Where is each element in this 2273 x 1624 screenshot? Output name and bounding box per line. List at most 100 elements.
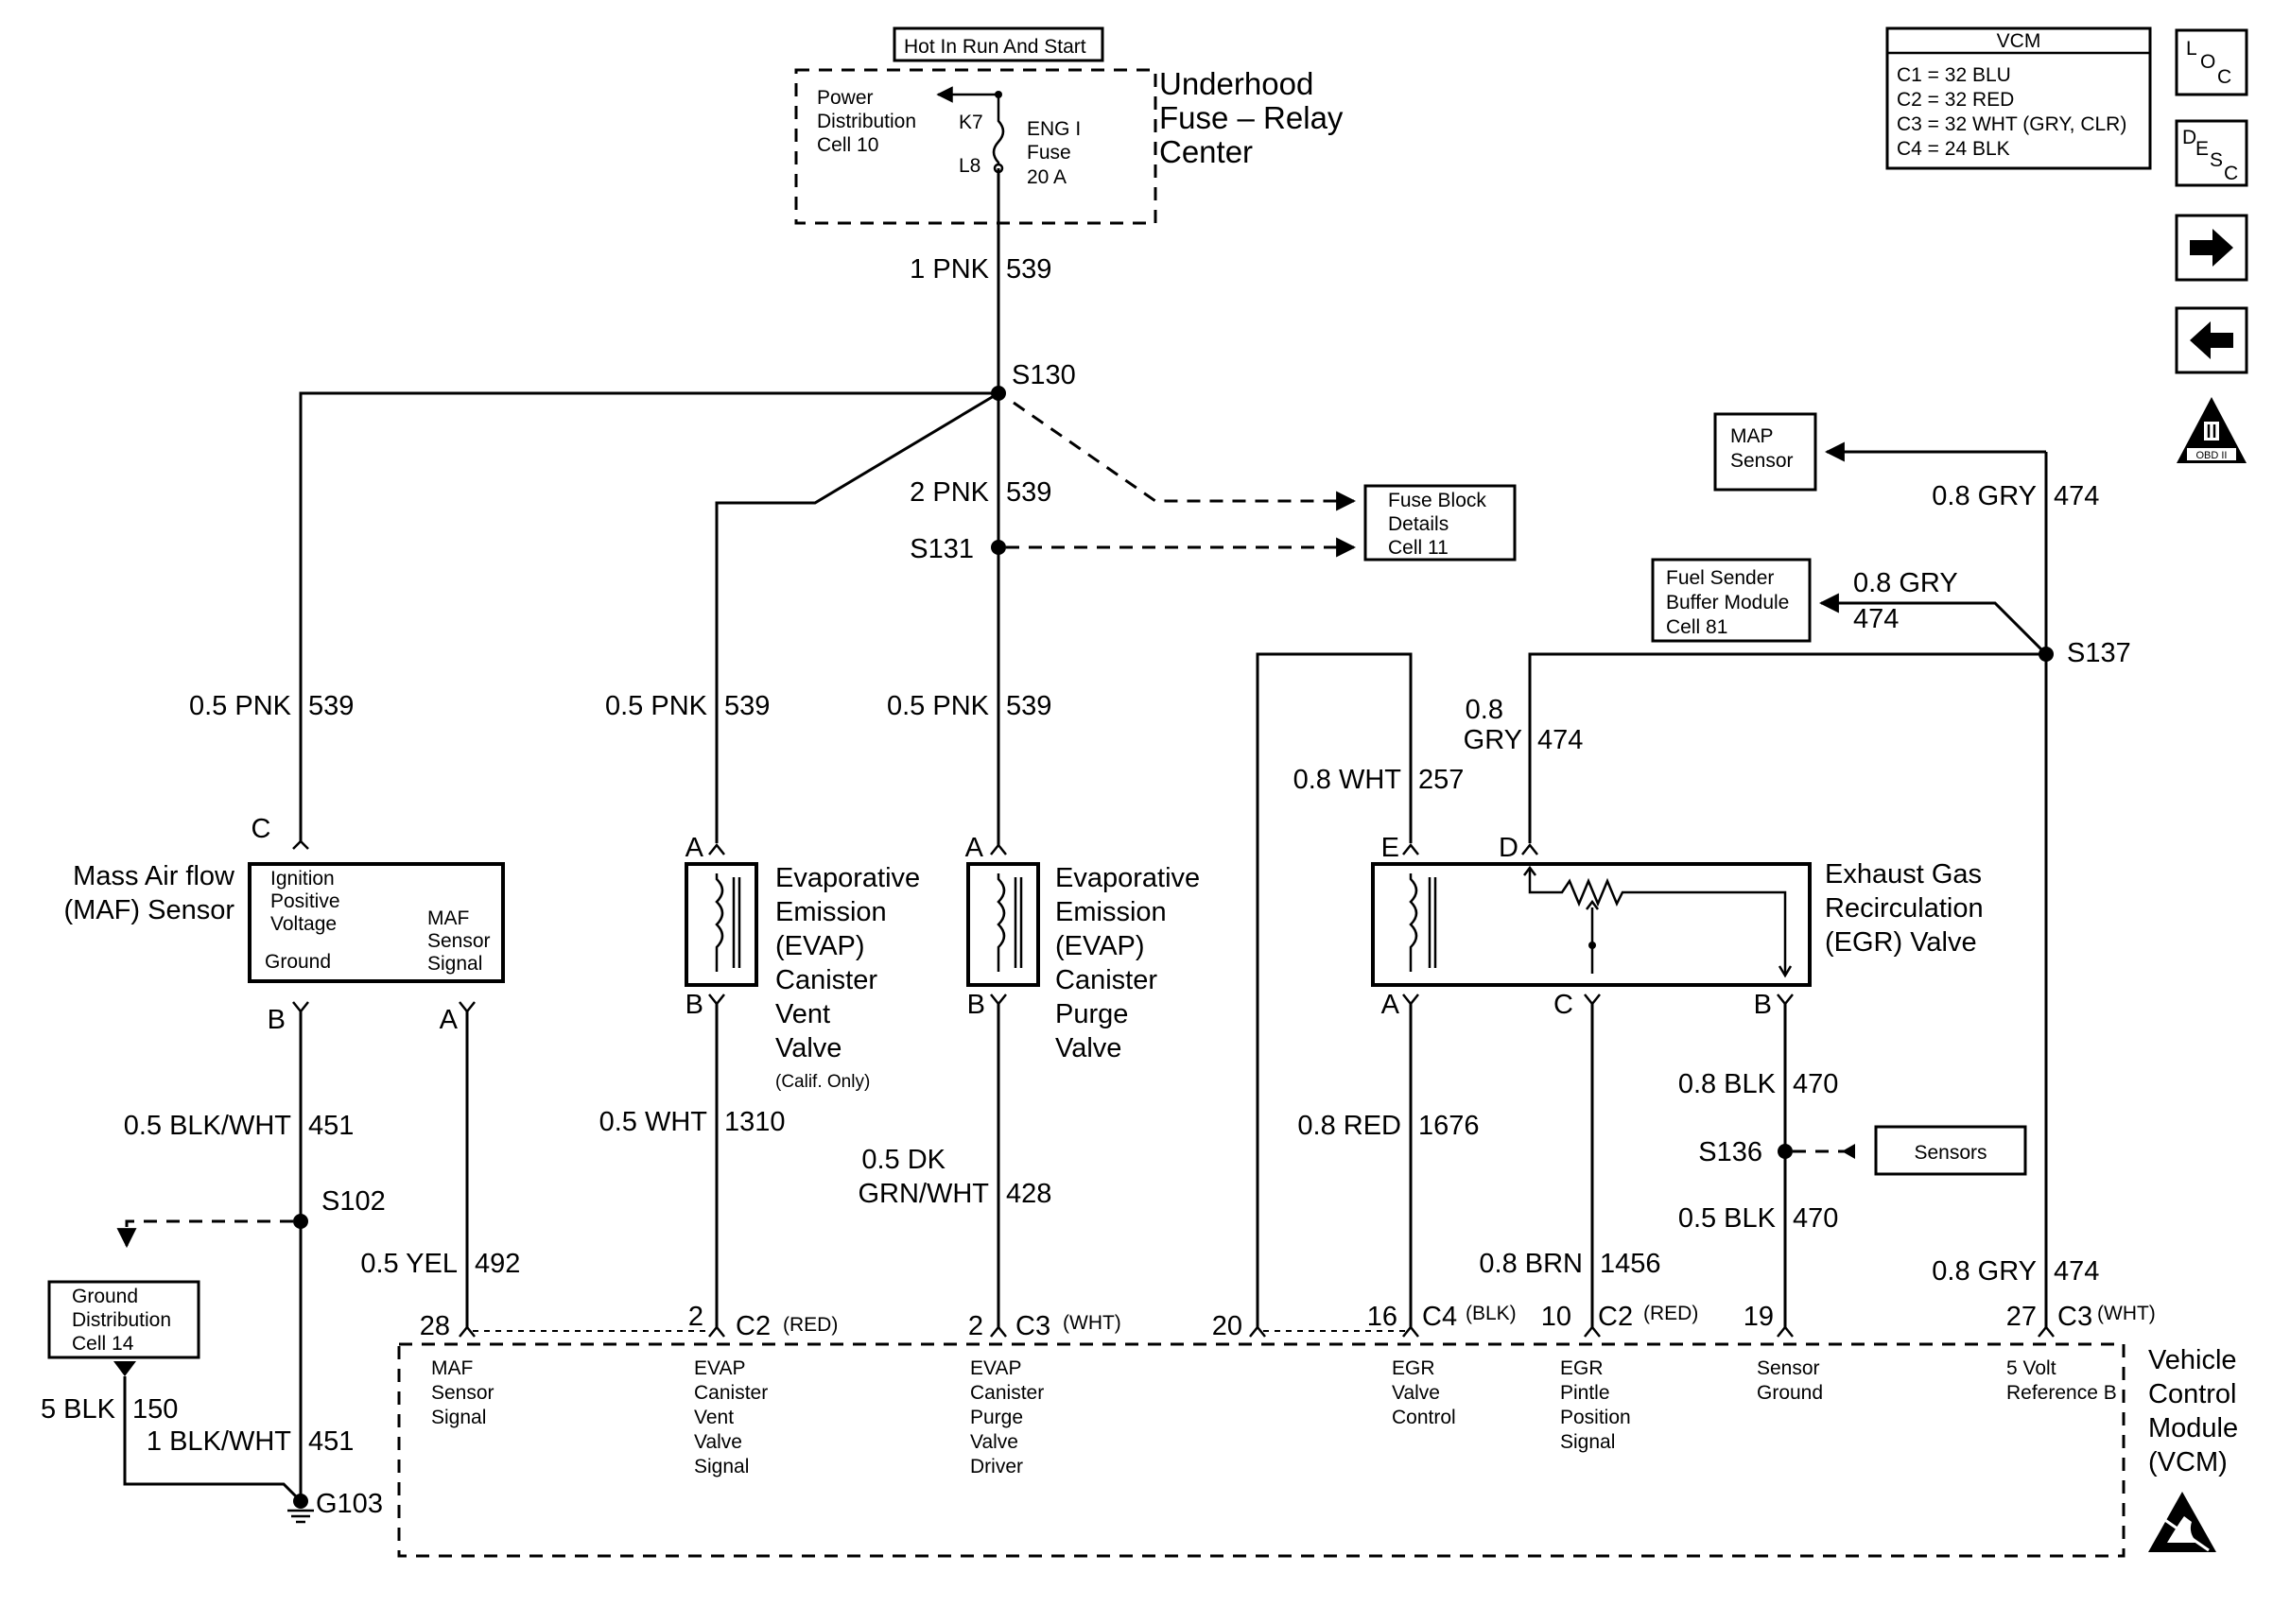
- fuel-sender-ref-1: Fuel Sender: [1666, 567, 1774, 589]
- purge-name-3: (EVAP): [1055, 931, 1145, 961]
- vcm-fn-egrc-1: EGR: [1392, 1357, 1435, 1379]
- vent-name-3: (EVAP): [775, 931, 865, 961]
- pd-label-2: Distribution: [817, 111, 916, 132]
- next-button[interactable]: [2175, 214, 2248, 282]
- maf-sig-2: Sensor: [427, 930, 491, 952]
- fuse-block-ref-2: Details: [1388, 513, 1449, 535]
- vcm-fn-maf-2: Sensor: [431, 1382, 495, 1404]
- ground-dist-ref-1: Ground: [72, 1286, 138, 1307]
- splice-s131: [991, 540, 1006, 555]
- prev-button[interactable]: [2175, 306, 2248, 374]
- sensors-ref-box[interactable]: [1874, 1125, 2027, 1176]
- maf-sig-1: MAF: [427, 907, 469, 929]
- pd-label-1: Power: [817, 87, 874, 109]
- purge-pin-a-mark: [990, 842, 1007, 855]
- vent-name-6: Valve: [775, 1033, 842, 1063]
- s102-label: S102: [321, 1186, 386, 1217]
- vcm-fn-purge-3: Purge: [970, 1407, 1023, 1428]
- vcm-conn-c2a-color: (RED): [783, 1314, 838, 1336]
- vcm-title-3: Module: [2148, 1413, 2238, 1443]
- maf-name-1: Mass Air flow: [73, 861, 235, 891]
- vent-name-4: Canister: [775, 965, 877, 995]
- wire-2pnk-num: 539: [1006, 477, 1051, 508]
- maf-pin-a: A: [440, 1005, 459, 1035]
- vcm-conn-c4: C4: [1422, 1302, 1457, 1332]
- purge-name-6: Valve: [1055, 1033, 1121, 1063]
- vcm-legend-c4: C4 = 24 BLK: [1897, 138, 2010, 160]
- vcm-pin-2b: 2: [968, 1311, 983, 1341]
- ground-dist-ref-box[interactable]: [47, 1280, 200, 1359]
- purge-pin-a: A: [965, 833, 984, 863]
- wire-purge-pnk-num: 539: [1006, 691, 1051, 721]
- vent-pin-b-mark: [708, 993, 725, 1007]
- vent-valve-box: [685, 862, 758, 987]
- maf-pin-b: B: [268, 1005, 286, 1035]
- vcm-module-box: [397, 1342, 2126, 1558]
- s137-label: S137: [2067, 638, 2131, 668]
- desc-button[interactable]: D E S C: [2175, 119, 2248, 187]
- fuel-sender-ref-2: Buffer Module: [1666, 592, 1789, 613]
- egr-pot-arrow-wiper: [1586, 899, 1599, 910]
- ground-icon: [287, 1509, 314, 1524]
- loc-button[interactable]: L O C: [2175, 28, 2248, 96]
- vcm-legend-title: VCM: [1997, 30, 2041, 52]
- vcm-pin-2a: 2: [688, 1302, 703, 1332]
- egr-pot-arrow-b: [1778, 965, 1793, 978]
- right-arrow-glyph: [2190, 229, 2233, 267]
- fuel-sender-ref-box[interactable]: [1651, 558, 1812, 643]
- vent-name-7: (Calif. Only): [775, 1072, 870, 1092]
- loc-icon[interactable]: [2175, 28, 2248, 96]
- wire-1blkwht: 1 BLK/WHT: [147, 1426, 291, 1457]
- desc-icon[interactable]: [2175, 119, 2248, 187]
- wire-blkwht-num: 451: [308, 1111, 354, 1141]
- dash-to-ground-dist: [116, 1219, 293, 1249]
- vcm-fn-egrp-4: Signal: [1560, 1431, 1615, 1453]
- vcm-conn-c3b-color: (WHT): [2097, 1303, 2156, 1324]
- vcm-fn-vref-2: Reference B: [2006, 1382, 2117, 1404]
- wire-1blkwht-num: 451: [308, 1426, 354, 1457]
- ground-dist-ref-2: Distribution: [72, 1309, 171, 1331]
- blk150-wire: [123, 1376, 303, 1503]
- wire-gry27-num: 474: [2054, 1256, 2099, 1287]
- esd-warning-icon: [2148, 1492, 2216, 1552]
- vcm-conn-c2b-color: (RED): [1643, 1303, 1698, 1324]
- fuse-block-ref-box[interactable]: [1363, 484, 1517, 561]
- wire-wht257-num: 257: [1418, 765, 1464, 795]
- egr-pot-arrow-d: [1523, 865, 1536, 876]
- wire-blk470b-num: 470: [1793, 1203, 1838, 1234]
- desc-letter-s: S: [2210, 149, 2223, 171]
- left-arrow-glyph: [2190, 321, 2233, 359]
- egr-pin-c: C: [1553, 990, 1573, 1020]
- vcm-fn-vent-3: Vent: [694, 1407, 734, 1428]
- maf-pin-a-mark: [459, 1001, 476, 1014]
- egr-pin-e: E: [1381, 833, 1399, 863]
- vcm-fn-purge-4: Valve: [970, 1431, 1018, 1453]
- sensors-ref-label: Sensors: [1914, 1142, 1987, 1164]
- wire-dk-2: GRN/WHT: [858, 1179, 989, 1209]
- wire-gry-d-num: 474: [1537, 725, 1583, 755]
- vcm-pin-27-mark: [2038, 1324, 2055, 1338]
- eng-fuse-3: 20 A: [1027, 166, 1067, 188]
- obd-button[interactable]: OBD II: [2177, 397, 2247, 463]
- wire-gry-fuel-num: 474: [1853, 604, 1899, 634]
- vcm-pin-10: 10: [1541, 1302, 1571, 1332]
- eng-fuse-1: ENG I: [1027, 118, 1081, 140]
- wire-vent-pnk-num: 539: [724, 691, 770, 721]
- egr-name-3: (EGR) Valve: [1825, 927, 1977, 958]
- wire-wht1310: 0.5 WHT: [599, 1107, 708, 1137]
- eng-fuse-2: Fuse: [1027, 142, 1071, 164]
- vent-name-2: Emission: [775, 897, 887, 927]
- vcm-fn-purge-1: EVAP: [970, 1357, 1021, 1379]
- loc-letter-l: L: [2186, 38, 2197, 60]
- vcm-fn-vref-1: 5 Volt: [2006, 1357, 2056, 1379]
- wire-blk470b: 0.5 BLK: [1678, 1203, 1777, 1234]
- wire-red1676-num: 1676: [1418, 1111, 1480, 1141]
- wht257-wire: [1256, 652, 1413, 1327]
- hot-in-run-label: Hot In Run And Start: [904, 36, 1086, 58]
- map-sensor-ref-box[interactable]: [1713, 412, 1817, 492]
- vcm-legend-box: [1885, 26, 2152, 170]
- desc-letter-c: C: [2224, 163, 2238, 184]
- egr-wiper-node: [1588, 942, 1596, 949]
- splice-s102: [293, 1214, 308, 1229]
- vcm-pin-28-mark: [459, 1324, 476, 1338]
